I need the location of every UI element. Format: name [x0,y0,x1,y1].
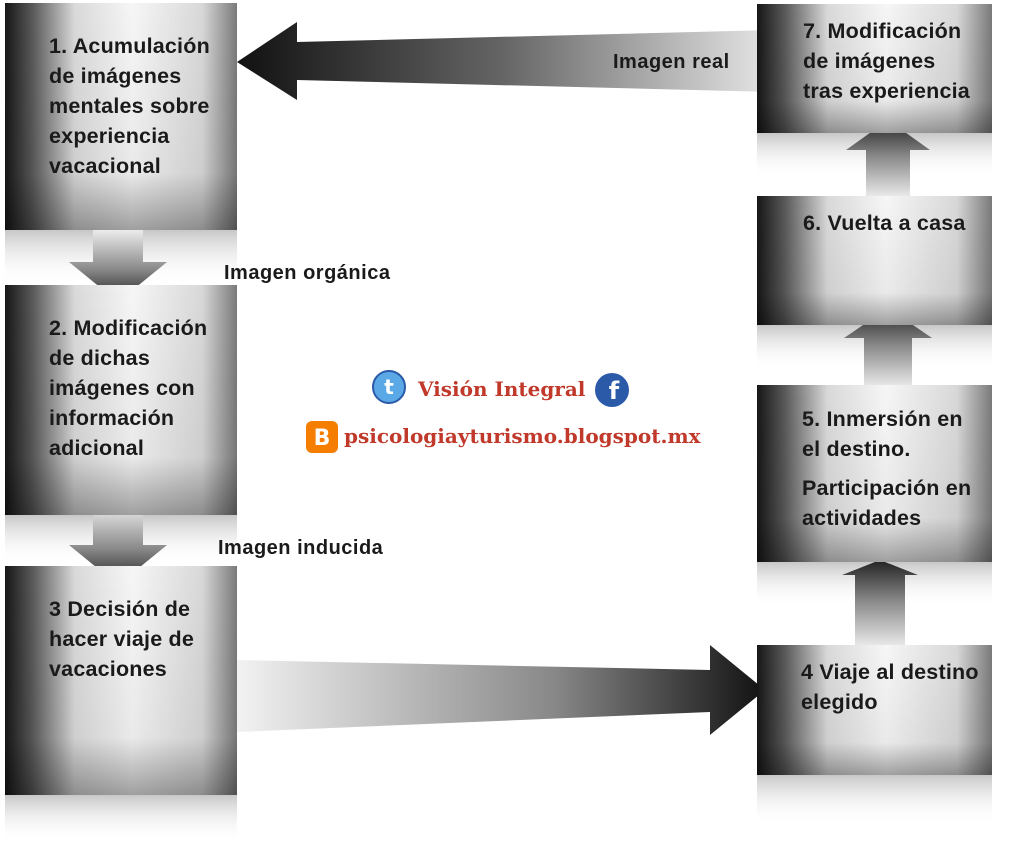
box-5-para: Participación en actividades [802,473,986,533]
arrow-box6-to-box7 [846,120,930,200]
svg-text:f: f [609,377,620,405]
arrow-box2-to-box3 [69,505,167,585]
label-imagen-real: Imagen real [613,51,730,73]
box5-shape [757,385,992,562]
box-1-line: experiencia [49,124,170,148]
box-5-line: actividades [802,506,922,530]
blogger-icon: B [306,421,338,453]
arrow-box5-to-box6 [844,308,932,390]
box-2-text: 2. Modificación de dichas imágenes con i… [49,313,231,463]
box-2-line: de dichas [49,346,150,370]
box-2-line: 2. Modificación [49,316,208,340]
box-6-line: 6. Vuelta a casa [803,211,966,235]
box-3-text: 3 Decisión de hacer viaje de vacaciones [49,594,231,684]
box-5-line: 5. Inmersión en [802,407,963,431]
box-1-line: de imágenes [49,64,182,88]
box-6: 6. Vuelta a casa [757,196,992,325]
box-5-line: el destino. [802,437,911,461]
box-2-line: imágenes con [49,376,195,400]
box-6-text: 6. Vuelta a casa [803,208,986,238]
box-7-line: de imágenes [803,49,936,73]
box-1-line: mentales sobre [49,94,210,118]
box-7: 7. Modificación de imágenes tras experie… [757,4,992,133]
box6-shape [757,196,992,325]
box-1-line: vacacional [49,154,161,178]
box1-shape [5,3,237,230]
twitter-icon: t [372,370,406,404]
box-7-line: 7. Modificación [803,19,962,43]
box4-shape [757,645,992,775]
box-2-line: información [49,406,175,430]
box-3-line: vacaciones [49,657,167,681]
svg-text:B: B [314,426,331,451]
box-7-text: 7. Modificación de imágenes tras experie… [803,16,986,106]
arrow-box1-to-box2 [69,230,167,302]
arrow-imagen-real [237,22,775,100]
box-5-line: Participación en [802,476,972,500]
box-4-text: 4 Viaje al destino elegido [801,657,992,717]
box-2-line: adicional [49,436,144,460]
box-7-line: tras experiencia [803,79,970,103]
box-5: 5. Inmersión en el destino. Participació… [757,385,992,562]
box3-shape [5,566,237,795]
box7-shape [757,4,992,133]
box-3-line: 3 Decisión de [49,597,191,621]
brand-url[interactable]: psicologiayturismo.blogspot.mx [344,424,701,448]
arrow-box4-to-box5 [842,560,918,650]
label-imagen-organica: Imagen orgánica [224,262,391,284]
box2-shape [5,285,237,515]
box-4: 4 Viaje al destino elegido [757,645,992,775]
box-4-line: elegido [801,690,878,714]
reflection-box4 [757,775,992,825]
box-1: 1. Acumulación de imágenes mentales sobr… [5,3,237,230]
box-4-line: 4 Viaje al destino [801,660,979,684]
svg-text:t: t [384,375,394,399]
arrow-to-box4 [237,645,765,735]
box-1-line: 1. Acumulación [49,34,210,58]
box-5-text: 5. Inmersión en el destino. Participació… [802,404,986,533]
box-2: 2. Modificación de dichas imágenes con i… [5,285,237,515]
brand-name: Visión Integral [418,377,586,401]
reflection-box3 [5,795,237,843]
box-3-line: hacer viaje de [49,627,195,651]
box-1-text: 1. Acumulación de imágenes mentales sobr… [49,31,231,181]
box-3: 3 Decisión de hacer viaje de vacaciones [5,566,237,795]
label-imagen-inducida: Imagen inducida [218,537,384,559]
facebook-icon: f [595,373,629,407]
